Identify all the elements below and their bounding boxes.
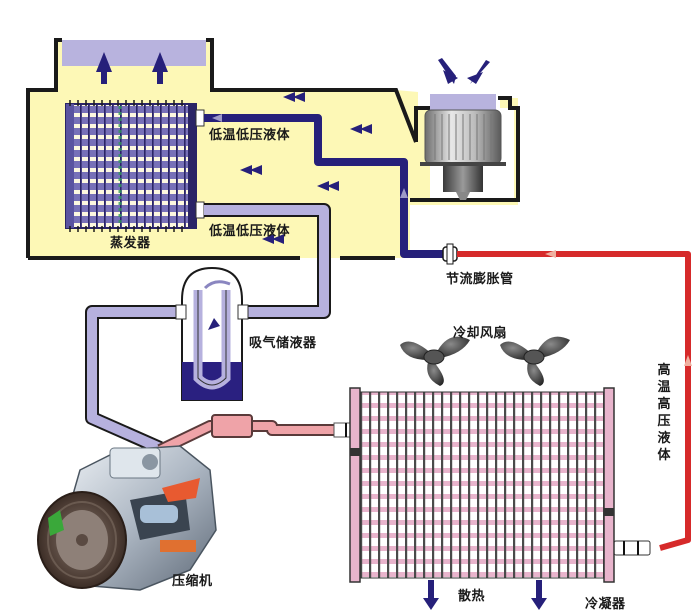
label-compressor: 压缩机 bbox=[172, 574, 213, 589]
low-pressure-gas-line bbox=[85, 203, 331, 455]
air-outlet-zone bbox=[62, 40, 206, 66]
air-intake-arrows bbox=[438, 58, 490, 84]
cooling-fan-right bbox=[500, 336, 570, 386]
label-condenser: 冷凝器 bbox=[585, 597, 626, 612]
evaporator-core bbox=[65, 100, 205, 232]
high-pressure-liquid-line bbox=[457, 250, 692, 556]
label-high-temp-high-pressure-liquid: 高温高压液体 bbox=[657, 363, 671, 463]
label-cooling-fan: 冷却风扇 bbox=[453, 326, 508, 341]
low-pressure-liquid-line bbox=[204, 114, 445, 258]
label-heat-dissipation: 散热 bbox=[458, 589, 486, 604]
label-accumulator: 吸气储液器 bbox=[249, 336, 317, 351]
blower-motor bbox=[420, 58, 506, 200]
arrow-down-icon bbox=[423, 580, 439, 610]
accumulator bbox=[175, 266, 249, 401]
cooling-fan-left bbox=[400, 336, 470, 386]
evaporator-outlet-fitting bbox=[195, 201, 205, 219]
airflow-up-arrows bbox=[96, 52, 168, 84]
expansion-tube bbox=[442, 243, 458, 265]
label-low-temp-low-pressure-liquid-upper: 低温低压液体 bbox=[209, 128, 291, 143]
high-pressure-gas-line bbox=[157, 414, 357, 456]
heat-dissipation-arrows bbox=[423, 580, 547, 610]
airflow-left-arrows bbox=[240, 92, 372, 244]
arrow-up-icon bbox=[152, 52, 168, 84]
arrow-up-icon bbox=[96, 52, 112, 84]
label-low-temp-low-pressure-liquid-lower: 低温低压液体 bbox=[209, 224, 291, 239]
evaporator-inlet-fitting bbox=[195, 109, 205, 127]
label-evaporator: 蒸发器 bbox=[110, 236, 151, 251]
label-expansion-tube: 节流膨胀管 bbox=[446, 272, 514, 287]
condenser bbox=[349, 387, 615, 583]
arrow-down-icon bbox=[531, 580, 547, 610]
compressor bbox=[37, 445, 217, 591]
